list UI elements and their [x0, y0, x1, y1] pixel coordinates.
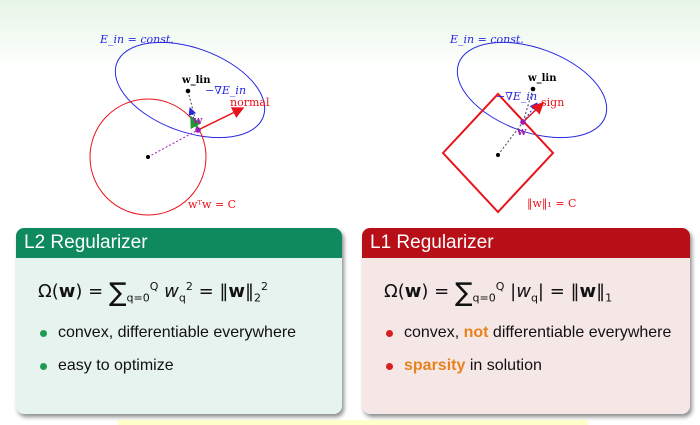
l1-constraint-diamond: [441, 92, 555, 214]
origin-point: [496, 153, 500, 157]
bullet-dot-icon: [40, 330, 47, 337]
slide-header-band: [0, 0, 700, 70]
origin-to-w-dotted-line: [497, 121, 524, 156]
grad-label: −∇E_in: [496, 90, 537, 103]
l2-geometry-diagram: E_in = const. w_lin −∇E_in normal w wᵀw …: [89, 33, 270, 216]
normal-arrow: [197, 107, 245, 131]
normal-label: normal: [230, 96, 270, 109]
w-point: [195, 127, 201, 133]
sign-label: sign: [541, 96, 564, 109]
ein-label: E_in = const.: [449, 33, 524, 46]
sign-arrow: [522, 101, 545, 123]
origin-to-w-dotted-line: [147, 129, 199, 158]
bullet-dot-icon: [386, 330, 393, 337]
l2-formula: Ω(w) = ∑q=0Q wq2 = ‖w‖22: [38, 278, 269, 308]
footer-highlight-bar: [118, 420, 588, 425]
w-label: w: [192, 114, 203, 127]
l2-regularizer-box: L2 Regularizer Ω(w) = ∑q=0Q wq2 = ‖w‖22 …: [16, 228, 342, 414]
l1-bullet-item: convex, not differentiable everywhere: [374, 322, 678, 343]
bullet-dot-icon: [386, 363, 393, 370]
constraint-label: wᵀw = C: [188, 198, 236, 211]
l2-box-title: L2 Regularizer: [16, 228, 342, 258]
l1-box-title: L1 Regularizer: [362, 228, 690, 258]
wlin-point: [185, 88, 191, 94]
l2-bullet-item: easy to optimize: [28, 355, 330, 376]
l2-constraint-circle: [89, 98, 207, 216]
ein-label: E_in = const.: [99, 33, 174, 46]
w-label: w: [516, 125, 527, 138]
wlin-label: w_lin: [181, 75, 211, 86]
w-point: [520, 119, 526, 125]
l1-geometry-diagram: E_in = const. w_lin −∇E_in sign w ‖w‖₁ =…: [441, 33, 608, 214]
wlin-point: [530, 86, 536, 92]
constraint-label: ‖w‖₁ = C: [527, 197, 576, 211]
l1-regularizer-box: L1 Regularizer Ω(w) = ∑q=0Q |wq| = ‖w‖1 …: [362, 228, 690, 414]
wlin-label: w_lin: [527, 73, 557, 84]
l1-formula: Ω(w) = ∑q=0Q |wq| = ‖w‖1: [384, 278, 613, 308]
l2-bullet-item: convex, differentiable everywhere: [28, 322, 330, 343]
ein-contour-ellipse: [114, 41, 266, 139]
bullet-dot-icon: [40, 363, 47, 370]
origin-point: [146, 155, 150, 159]
wlin-to-w-dotted-line: [522, 88, 534, 123]
l1-bullet-item: sparsity in solution: [374, 355, 678, 376]
grad-label: −∇E_in: [205, 84, 246, 97]
